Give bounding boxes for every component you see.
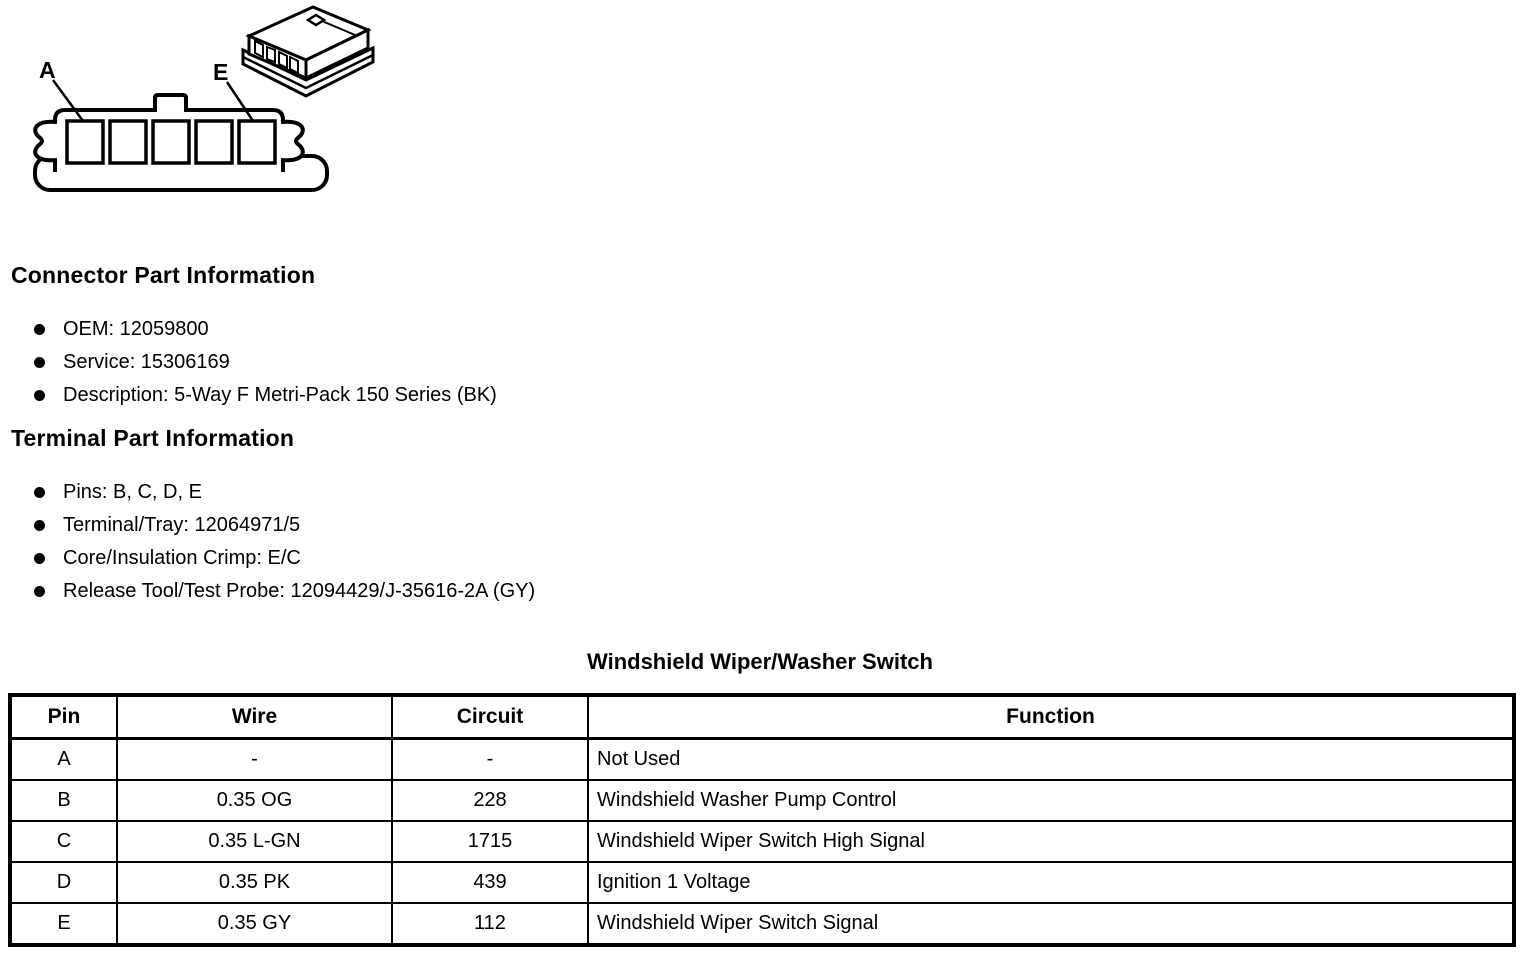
pins-spec: Pins: B, C, D, E: [63, 481, 202, 503]
circuit-cell: 1715: [391, 820, 589, 863]
isometric-cavities: [254, 39, 299, 75]
connector-part-information-list: OEM: 12059800 Service: 15306169 Descript…: [11, 313, 497, 412]
wire-cell: -: [116, 737, 393, 781]
bullet-icon: [34, 553, 45, 564]
pin-e-leader-line: [225, 81, 255, 122]
list-item: OEM: 12059800: [11, 313, 497, 346]
connector-diagram: A E: [15, 0, 400, 215]
pin-a-label: A: [39, 57, 56, 83]
connector-part-information-heading: Connector Part Information: [11, 262, 316, 288]
circuit-cell: 439: [391, 861, 589, 904]
pinout-table: Pin Wire Circuit Function A - - Not Used…: [8, 693, 1516, 947]
pin-cell: A: [9, 737, 118, 781]
core-insulation-crimp-spec: Core/Insulation Crimp: E/C: [63, 547, 301, 569]
terminal-cavities: [65, 119, 277, 165]
column-header-function: Function: [587, 694, 1515, 740]
pinout-table-title: Windshield Wiper/Washer Switch: [587, 649, 933, 674]
connector-isometric-view: [241, 5, 375, 98]
list-item: Description: 5-Way F Metri-Pack 150 Seri…: [11, 379, 497, 412]
service-number: Service: 15306169: [63, 351, 230, 373]
release-tool-test-probe-spec: Release Tool/Test Probe: 12094429/J-3561…: [63, 580, 536, 602]
pin-cell: C: [9, 820, 118, 863]
connector-front-view: A E: [33, 57, 329, 192]
table-row: D 0.35 PK 439 Ignition 1 Voltage: [9, 861, 1515, 904]
connector-description: Description: 5-Way F Metri-Pack 150 Seri…: [63, 384, 497, 406]
bullet-icon: [34, 487, 45, 498]
pin-cell: B: [9, 779, 118, 822]
column-header-pin: Pin: [9, 694, 118, 740]
circuit-cell: 228: [391, 779, 589, 822]
oem-number: OEM: 12059800: [63, 318, 209, 340]
function-cell: Windshield Wiper Switch High Signal: [587, 820, 1515, 863]
bullet-icon: [34, 357, 45, 368]
wire-cell: 0.35 GY: [116, 902, 393, 946]
wire-cell: 0.35 OG: [116, 779, 393, 822]
connector-left-ear: [33, 119, 58, 163]
list-item: Terminal/Tray: 12064971/5: [11, 509, 535, 542]
connector-right-ear: [280, 119, 305, 163]
latch: [305, 13, 327, 27]
list-item: Pins: B, C, D, E: [11, 476, 535, 509]
pin-e-label: E: [213, 59, 228, 85]
terminal-tray-spec: Terminal/Tray: 12064971/5: [63, 514, 301, 536]
table-row: B 0.35 OG 228 Windshield Washer Pump Con…: [9, 779, 1515, 822]
bullet-icon: [34, 586, 45, 597]
function-cell: Windshield Wiper Switch Signal: [587, 902, 1515, 946]
function-cell: Not Used: [587, 737, 1515, 781]
bullet-icon: [34, 520, 45, 531]
list-item: Core/Insulation Crimp: E/C: [11, 542, 535, 575]
terminal-part-information-heading: Terminal Part Information: [11, 425, 295, 451]
bullet-icon: [34, 324, 45, 335]
function-cell: Ignition 1 Voltage: [587, 861, 1515, 904]
circuit-cell: -: [391, 737, 589, 781]
column-header-circuit: Circuit: [391, 694, 589, 740]
list-item: Release Tool/Test Probe: 12094429/J-3561…: [11, 575, 535, 608]
column-header-wire: Wire: [116, 694, 393, 740]
table-row: A - - Not Used: [9, 737, 1515, 781]
table-row: C 0.35 L-GN 1715 Windshield Wiper Switch…: [9, 820, 1515, 863]
pin-cell: E: [9, 902, 118, 946]
circuit-cell: 112: [391, 902, 589, 946]
bullet-icon: [34, 390, 45, 401]
table-header-row: Pin Wire Circuit Function: [9, 694, 1515, 740]
connector-top-tab: [153, 93, 188, 112]
wire-cell: 0.35 L-GN: [116, 820, 393, 863]
table-row: E 0.35 GY 112 Windshield Wiper Switch Si…: [9, 902, 1515, 946]
function-cell: Windshield Washer Pump Control: [587, 779, 1515, 822]
wire-cell: 0.35 PK: [116, 861, 393, 904]
list-item: Service: 15306169: [11, 346, 497, 379]
connector-diagram-svg: A E: [33, 5, 375, 192]
pin-cell: D: [9, 861, 118, 904]
pin-a-leader-line: [51, 79, 85, 122]
terminal-part-information-list: Pins: B, C, D, E Terminal/Tray: 12064971…: [11, 476, 535, 608]
latch-channel-line: [321, 20, 356, 36]
